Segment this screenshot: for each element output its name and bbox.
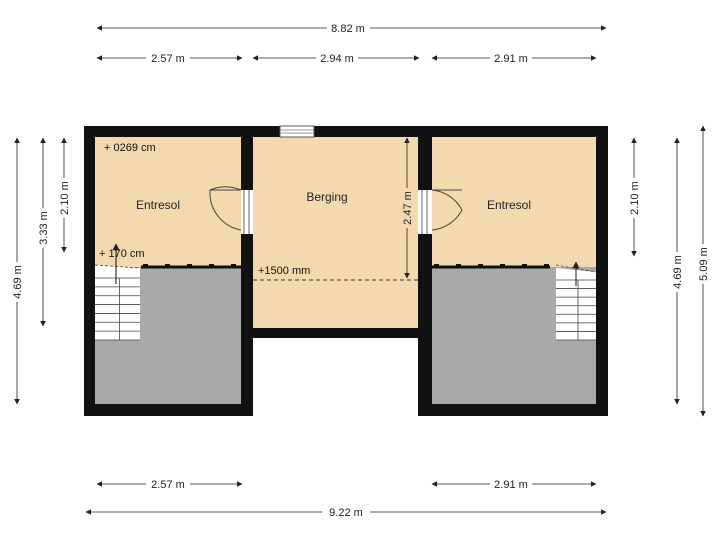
dimension-label: 9.22 m [329, 507, 363, 519]
level-label-center: +1500 mm [258, 265, 310, 277]
railing-post [500, 264, 505, 268]
dimension-label: 2.91 m [494, 479, 528, 491]
top-window [279, 125, 315, 138]
dimension-label: 2.57 m [151, 53, 185, 65]
dimension-bottom-left: 2.57 m [96, 479, 243, 491]
railing-post [143, 264, 148, 268]
right-stair [555, 261, 597, 341]
dimension-right-middle: 4.69 m [672, 137, 684, 405]
dimension-left-middle: 3.33 m [38, 137, 50, 327]
dimension-top-left: 2.57 m [96, 53, 243, 65]
dimension-top-right: 2.91 m [431, 53, 597, 65]
dimension-label: 4.69 m [12, 265, 24, 299]
center-notch [253, 338, 418, 418]
dimension-top-total: 8.82 m [96, 23, 607, 35]
dimension-left-outer: 4.69 m [12, 137, 24, 405]
level-label-mid-left: + 170 cm [99, 248, 145, 260]
dimension-left-inner: 2.10 m [59, 137, 71, 253]
dimension-label: 2.47 m [402, 191, 414, 225]
level-label-top-left: + 0269 cm [104, 142, 156, 154]
dimension-label: 4.69 m [672, 255, 684, 289]
dimension-label: 2.10 m [59, 181, 71, 215]
room-label-center: Berging [306, 190, 347, 204]
dimension-top-center: 2.94 m [252, 53, 420, 65]
dimension-label: 5.09 m [698, 247, 710, 281]
dimension-center-inner: 2.47 m [402, 137, 414, 279]
dimension-bottom-right: 2.91 m [431, 479, 597, 491]
railing-post [456, 264, 461, 268]
railing-post [231, 264, 236, 268]
floors [95, 137, 596, 404]
dimension-label: 2.10 m [629, 181, 641, 215]
dimension-label: 2.91 m [494, 53, 528, 65]
dimension-label: 2.94 m [320, 53, 354, 65]
right-door [418, 189, 463, 234]
dimension-right-outer: 5.09 m [698, 125, 710, 417]
room-label-left: Entresol [136, 198, 180, 212]
dimension-right-inner: 2.10 m [629, 137, 641, 257]
dimension-bottom-total: 9.22 m [85, 507, 607, 519]
railing-post [187, 264, 192, 268]
room-label-right: Entresol [487, 198, 531, 212]
railing-post [478, 264, 483, 268]
railing-post [544, 264, 549, 268]
railing-post [209, 264, 214, 268]
center-berging-floor [253, 137, 418, 328]
left-stair [94, 243, 141, 341]
railings [141, 264, 550, 269]
dimension-label: 8.82 m [331, 23, 365, 35]
right-entresol-floor [432, 137, 596, 267]
railing-post [165, 264, 170, 268]
railing-post [434, 264, 439, 268]
dimension-label: 3.33 m [38, 211, 50, 245]
dimension-label: 2.57 m [151, 479, 185, 491]
railing-post [522, 264, 527, 268]
left-door [209, 186, 253, 234]
